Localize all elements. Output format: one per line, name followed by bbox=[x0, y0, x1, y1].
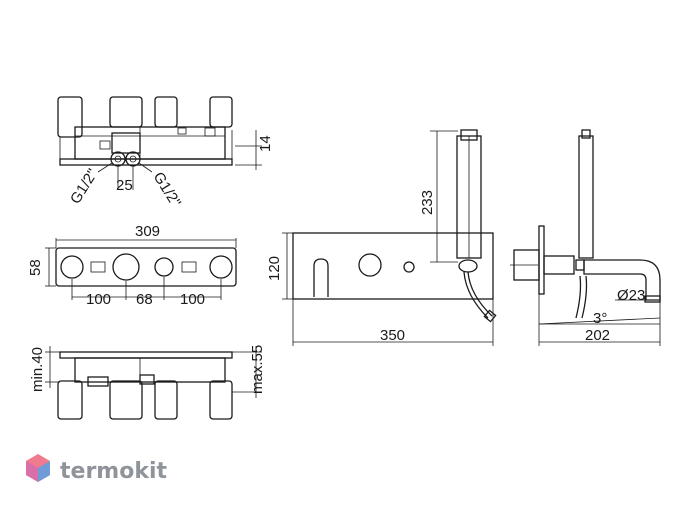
front-view: 309 58 100 68 100 bbox=[27, 223, 237, 308]
top-view-body bbox=[57, 96, 262, 190]
bottom-view-body bbox=[45, 346, 262, 420]
thread-right-label: G1/2" bbox=[150, 169, 184, 210]
hand-shower-length-label: 233 bbox=[419, 190, 436, 215]
termokit-logo-icon bbox=[26, 454, 50, 482]
depth-label: 14 bbox=[257, 135, 274, 152]
top-view: G1/2" 25 G1/2" 14 bbox=[57, 96, 274, 210]
port-spacing-label: 25 bbox=[116, 177, 133, 194]
side-view-dims bbox=[538, 294, 661, 346]
watermark: termokit bbox=[26, 454, 167, 484]
watermark-brand: termokit bbox=[60, 459, 167, 484]
side-view: Ø23 3° 202 bbox=[510, 129, 661, 346]
height-label: 58 bbox=[27, 259, 44, 276]
max-depth-label: max.55 bbox=[249, 345, 266, 394]
projection-label: 202 bbox=[585, 327, 610, 344]
bottom-view: min.40 max.55 bbox=[29, 345, 266, 420]
plate-height-label: 120 bbox=[266, 256, 283, 281]
thread-left-label: G1/2" bbox=[67, 166, 101, 207]
seg-left-label: 100 bbox=[86, 291, 111, 308]
width-label: 309 bbox=[135, 223, 160, 240]
front-view-body bbox=[45, 238, 237, 300]
spout-diameter-label: Ø23 bbox=[617, 287, 645, 304]
plate-width-label: 350 bbox=[380, 327, 405, 344]
min-depth-label: min.40 bbox=[29, 347, 46, 392]
installed-front-view: 233 120 350 bbox=[266, 129, 497, 346]
seg-mid-label: 68 bbox=[136, 291, 153, 308]
spout-angle-label: 3° bbox=[593, 310, 607, 327]
installed-front-dims bbox=[282, 130, 494, 346]
wall-plate bbox=[292, 232, 494, 300]
seg-right-label: 100 bbox=[180, 291, 205, 308]
hand-shower bbox=[456, 129, 497, 323]
